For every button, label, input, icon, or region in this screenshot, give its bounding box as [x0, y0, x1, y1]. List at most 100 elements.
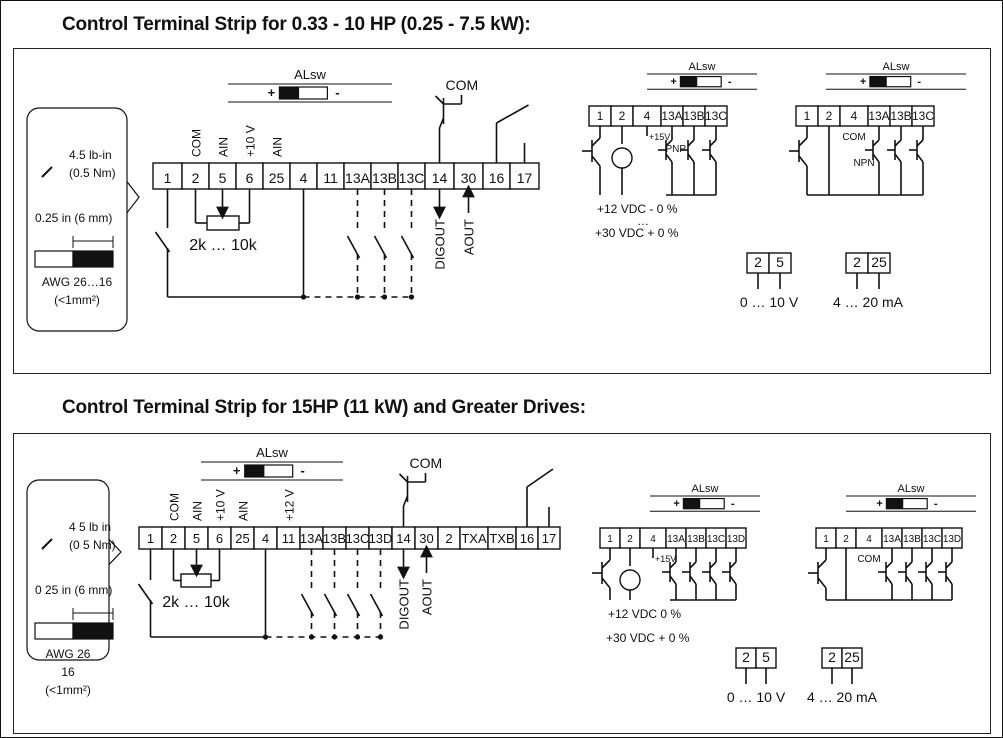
top-junction-dot [354, 294, 361, 300]
awg-text: 16 [61, 665, 75, 679]
bottom-terminal-function-label: AIN [237, 501, 251, 521]
top-npn-terminal-number: 4 [851, 109, 858, 123]
bottom-pnp-alsw-switch-switch-knob [683, 498, 701, 509]
top-terminal-number: 14 [432, 170, 448, 186]
top-terminal-number: 5 [219, 170, 227, 186]
bottom-pnp-supply-max: +30 VDC + 0 % [606, 631, 690, 645]
top-range-voltage-terminal-number: 5 [776, 254, 784, 270]
bottom-terminal-number: 17 [542, 531, 556, 546]
top-npn-com-label: COM [842, 132, 865, 143]
torque-value: 4.5 lb-in [69, 148, 112, 162]
strip-length: 0 25 in (6 mm) [35, 583, 112, 597]
bottom-pnp-v15-label: +15V [655, 554, 676, 564]
top-range-voltage-terminal-number: 2 [754, 254, 762, 270]
top-npn-terminal-number: 1 [804, 109, 811, 123]
bottom-npn-alsw-switch-switch-knob [886, 498, 904, 509]
bottom-pnp-supply-icon [619, 569, 641, 591]
bottom-terminal-number: 6 [216, 531, 223, 546]
bottom-terminal-number: 13A [300, 531, 323, 546]
top-pnp-terminal-number: 2 [619, 109, 626, 123]
top-pnp-terminal-number: 1 [597, 109, 604, 123]
top-pnp-supply-icon [611, 147, 633, 169]
bottom-terminal-function-label: AIN [191, 501, 205, 521]
top-range-voltage-label: 0 … 10 V [740, 294, 799, 310]
bottom-npn-input-transistor [885, 575, 893, 585]
top-npn-input-transistor [916, 153, 924, 163]
top-terminal-number: 2 [192, 170, 200, 186]
top-terminal-number: 1 [164, 170, 172, 186]
top-terminal-number: 13B [372, 170, 397, 186]
top-npn-type-label: NPN [853, 158, 874, 169]
bottom-transistor-collector [398, 473, 409, 483]
top-terminal-cell [152, 162, 183, 190]
bottom-pot-range: 2k … 10k [162, 594, 231, 611]
bottom-npn-terminal-number: 4 [866, 534, 872, 545]
top-info-box-pointer [126, 181, 140, 214]
top-npn-input-transistor [916, 139, 924, 147]
bottom-terminal-number: 5 [193, 531, 200, 546]
bottom-npn-input-transistor [885, 561, 893, 569]
bottom-pnp-supply-min: +12 VDC 0 % [608, 607, 681, 621]
awg-text: AWG 26 [46, 647, 91, 661]
awg-text: (<1mm²) [45, 683, 91, 697]
top-terminal-number: 4 [300, 170, 308, 186]
bottom-range-voltage-label: 0 … 10 V [727, 689, 786, 705]
bottom-terminal-number: 1 [147, 531, 154, 546]
bottom-pnp-input-transistor [669, 561, 677, 569]
bottom-junction-dot [331, 634, 338, 640]
top-npn-input-transistor [872, 153, 880, 163]
top-pnp-v15-label: +15V [649, 132, 670, 142]
awg-text: (<1mm²) [54, 293, 100, 307]
top-alsw-switch-plus: + [268, 85, 276, 100]
top-alsw-switch-minus: - [335, 85, 339, 100]
top-pnp-input-transistor [687, 139, 695, 147]
bottom-pnp-input-transistor [669, 575, 677, 585]
bottom-range-current-terminal-number: 2 [828, 649, 836, 665]
bottom-pnp-input-transistor [709, 561, 717, 569]
top-terminal-function-label: AIN [217, 137, 231, 157]
bottom-pnp-input-transistor [729, 575, 737, 585]
top-terminal-cell [509, 162, 540, 190]
top-npn-terminal-number: 2 [826, 109, 833, 123]
top-npn-alsw-switch-switch-knob [870, 76, 887, 87]
bottom-terminal-function-label: COM [168, 493, 182, 521]
bottom-npn-com-label: COM [857, 554, 880, 565]
awg-text: AWG 26…16 [42, 275, 113, 289]
bottom-npn-input-transistor [925, 561, 933, 569]
bottom-range-current-label: 4 … 20 mA [807, 689, 878, 705]
top-terminal-number: 13A [345, 170, 371, 186]
top-terminal-number: 11 [323, 170, 338, 186]
torque-value: 4 5 lb in [69, 520, 111, 534]
bottom-info-box-outline [26, 479, 110, 661]
top-junction-dot [408, 294, 415, 300]
bottom-pnp-terminal-number: 4 [650, 534, 656, 545]
bottom-digout-label: DIGOUT [397, 579, 412, 630]
top-pnp-supply-max: +30 VDC + 0 % [595, 226, 679, 240]
bottom-pnp-alsw-switch-minus: - [731, 498, 735, 510]
top-pnp-alsw-switch-minus: - [728, 76, 732, 88]
top-pnp-input-transistor [665, 153, 673, 163]
bottom-terminal-number: TXA [461, 531, 487, 546]
top-pnp-input-transistor [665, 139, 673, 147]
bottom-terminal-number: 13C [346, 531, 370, 546]
top-digout-label: DIGOUT [433, 219, 448, 270]
bottom-npn-terminal-number: 13B [903, 534, 921, 545]
section-title-large-drives: Control Terminal Strip for 15HP (11 kW) … [62, 397, 586, 418]
top-npn-alsw-switch-plus: + [860, 76, 866, 88]
bottom-npn-input-transistor [945, 575, 953, 585]
top-npn-terminal-number: 13C [912, 109, 934, 123]
bottom-pnp-transistor-collector [601, 559, 611, 569]
top-potentiometer [206, 215, 240, 231]
bottom-pnp-input-transistor [709, 575, 717, 585]
top-npn-input-transistor [872, 139, 880, 147]
terminal-strip-panel-large-drives [13, 433, 991, 734]
bottom-terminal-function-label: +10 V [214, 489, 228, 521]
top-pnp-input-transistor [709, 139, 717, 147]
bottom-terminal-number: 2 [445, 531, 452, 546]
bottom-terminal-number: 30 [419, 531, 433, 546]
bottom-npn-input-transistor [905, 575, 913, 585]
bottom-range-current-terminal-number: 25 [844, 649, 860, 665]
top-terminal-number: 25 [269, 170, 285, 186]
bottom-pnp-input-transistor [689, 561, 697, 569]
bottom-pnp-alsw-switch-plus: + [673, 498, 679, 510]
